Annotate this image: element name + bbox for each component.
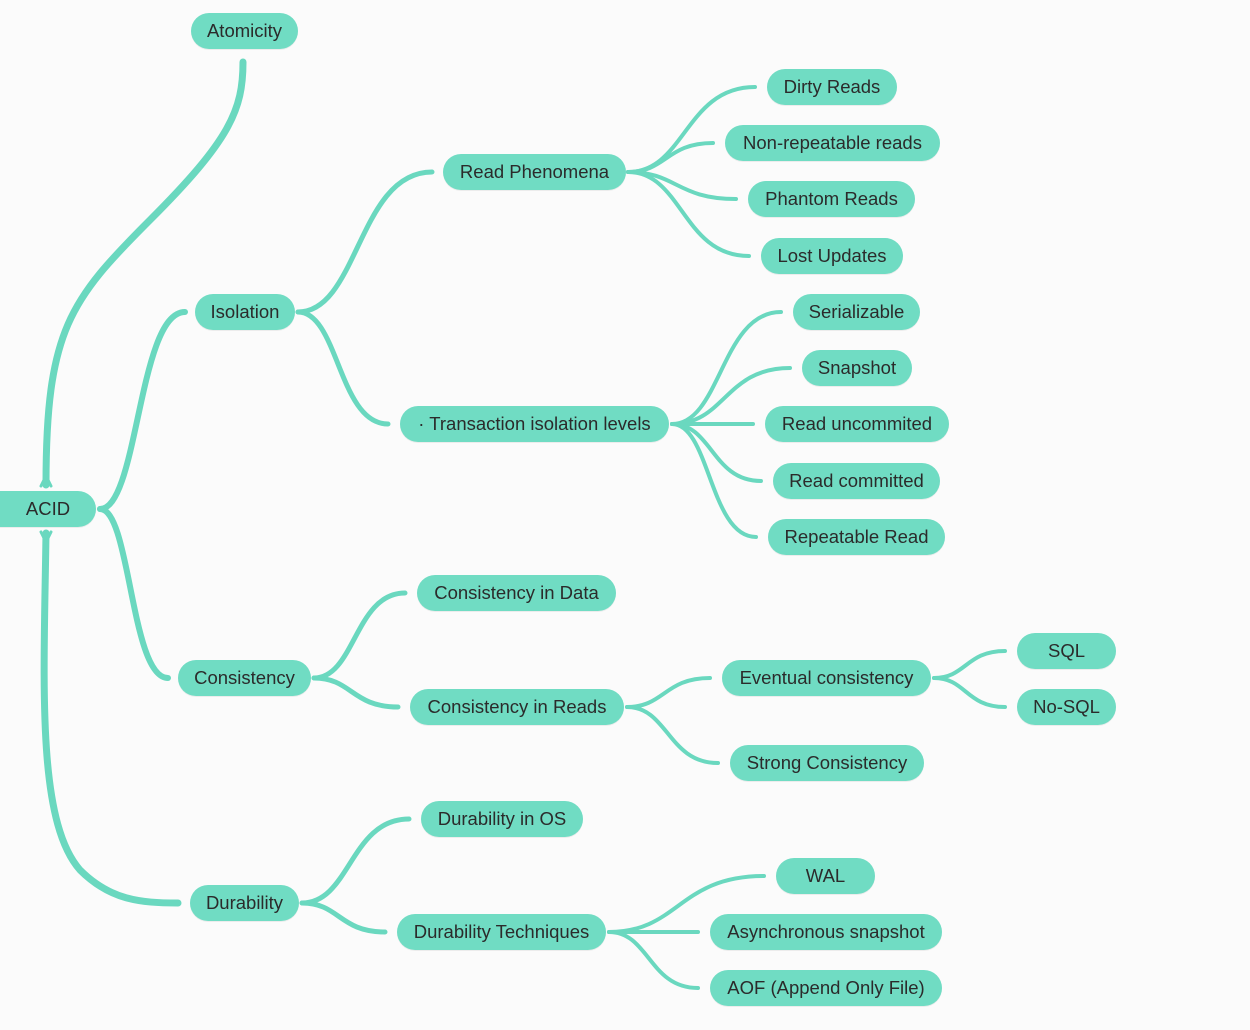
node-dirty-reads[interactable]: Dirty Reads	[767, 69, 897, 105]
node-sql[interactable]: SQL	[1017, 633, 1116, 669]
node-consistency-in-reads[interactable]: Consistency in Reads	[410, 689, 624, 725]
connector-consistency-reads	[311, 675, 401, 710]
connector-acid-tip-up	[39, 472, 53, 488]
connector-techniques-aof	[607, 930, 700, 990]
connector-durability-os	[299, 816, 412, 906]
connector-techniques-wal	[607, 874, 766, 934]
node-strong-consistency[interactable]: Strong Consistency	[730, 745, 924, 781]
node-lost-updates[interactable]: Lost Updates	[761, 238, 903, 274]
node-durability-in-os[interactable]: Durability in OS	[421, 801, 583, 837]
node-transaction-isolation-levels[interactable]: · Transaction isolation levels	[400, 406, 669, 442]
connector-tl-repeatable	[670, 422, 758, 539]
node-isolation[interactable]: Isolation	[195, 294, 295, 330]
connector-durability-techniques	[299, 900, 388, 935]
node-acid[interactable]: ACID	[0, 491, 96, 527]
node-asynchronous-snapshot[interactable]: Asynchronous snapshot	[710, 914, 942, 950]
node-repeatable-read[interactable]: Repeatable Read	[768, 519, 945, 555]
node-serializable[interactable]: Serializable	[793, 294, 920, 330]
connector-acid-durability	[40, 529, 182, 907]
node-eventual-consistency[interactable]: Eventual consistency	[722, 660, 931, 696]
node-durability[interactable]: Durability	[190, 885, 299, 921]
node-read-uncommited[interactable]: Read uncommited	[765, 406, 949, 442]
connector-isolation-read-phenomena	[295, 169, 435, 315]
connector-eventual-sql	[932, 649, 1007, 680]
connector-tl-snapshot	[670, 366, 792, 426]
node-durability-techniques[interactable]: Durability Techniques	[397, 914, 606, 950]
connector-acid-atomicity	[42, 58, 247, 489]
node-wal[interactable]: WAL	[776, 858, 875, 894]
connector-rp-lost	[626, 170, 751, 258]
connector-acid-isolation	[97, 309, 188, 512]
connector-eventual-nosql	[932, 676, 1007, 709]
connector-reads-strong	[625, 705, 720, 765]
node-aof[interactable]: AOF (Append Only File)	[710, 970, 942, 1006]
connector-tl-committed	[670, 422, 763, 483]
connector-tl-serializable	[670, 310, 783, 426]
node-atomicity[interactable]: Atomicity	[191, 13, 298, 49]
node-phantom-reads[interactable]: Phantom Reads	[748, 181, 915, 217]
node-read-committed[interactable]: Read committed	[773, 463, 940, 499]
node-non-repeatable-reads[interactable]: Non-repeatable reads	[725, 125, 940, 161]
connector-acid-consistency	[97, 506, 171, 681]
connector-isolation-levels	[295, 309, 391, 427]
node-no-sql[interactable]: No-SQL	[1017, 689, 1116, 725]
node-consistency-in-data[interactable]: Consistency in Data	[417, 575, 616, 611]
connector-consistency-data	[311, 590, 408, 681]
connector-acid-tip-down	[39, 530, 53, 546]
node-snapshot[interactable]: Snapshot	[802, 350, 912, 386]
connector-reads-eventual	[625, 676, 712, 709]
node-read-phenomena[interactable]: Read Phenomena	[443, 154, 626, 190]
node-consistency[interactable]: Consistency	[178, 660, 311, 696]
